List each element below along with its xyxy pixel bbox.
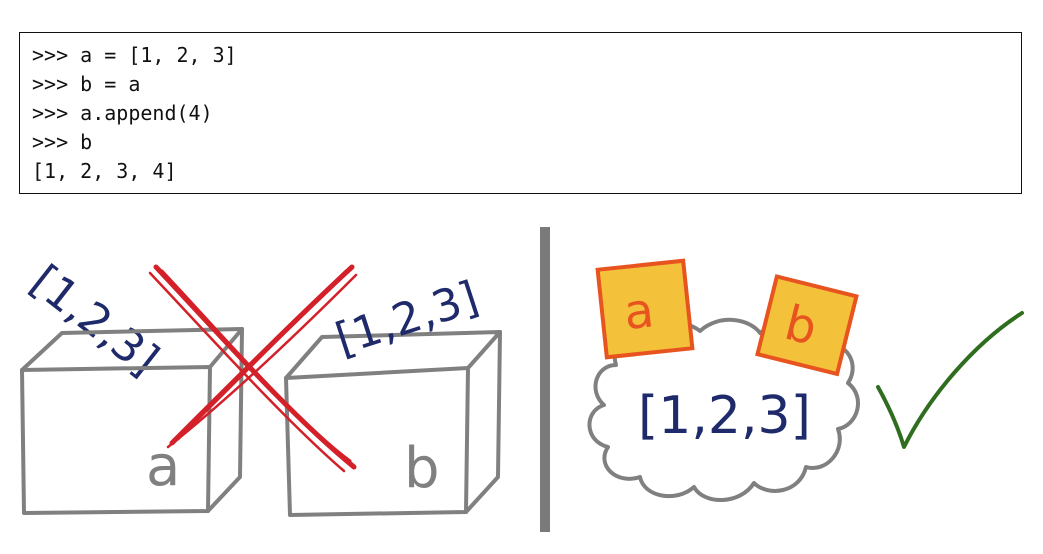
code-block: >>> a = [1, 2, 3] >>> b = a >>> a.append… [19, 32, 1022, 194]
code-line: >>> a.append(4) [32, 101, 213, 125]
right-panel-tags-model: [1,2,3] a b [587, 258, 1024, 502]
box-a-label: a [146, 434, 180, 499]
tag-b: b [755, 274, 859, 377]
tag-a: a [595, 258, 695, 360]
box-b-label: b [404, 436, 440, 501]
left-panel-boxes-model: [1,2,3] a [1,2,3] b [20, 255, 502, 517]
variables-illustration: [1,2,3] a [1,2,3] b [20, 227, 1024, 532]
wrong-cross-icon [148, 264, 358, 473]
box-a-right-face [206, 327, 244, 513]
code-line: >>> b [32, 130, 93, 154]
box-b [284, 330, 502, 517]
box-a-front-face [20, 365, 212, 515]
cloud-list-text: [1,2,3] [638, 386, 811, 446]
code-line: >>> b = a [32, 72, 141, 96]
tag-b-card [755, 274, 859, 377]
box-b-top-face [284, 330, 502, 380]
code-line: >>> a = [1, 2, 3] [32, 43, 237, 67]
box-a [20, 327, 244, 515]
correct-check-icon [876, 311, 1024, 449]
box-a-top-face [20, 327, 244, 372]
panel-divider [540, 227, 550, 532]
list-text-b: [1,2,3] [330, 272, 485, 366]
box-b-right-face [464, 330, 502, 514]
code-output-line: [1, 2, 3, 4] [32, 159, 177, 183]
tag-a-card [595, 258, 695, 360]
tag-a-label: a [621, 282, 656, 341]
